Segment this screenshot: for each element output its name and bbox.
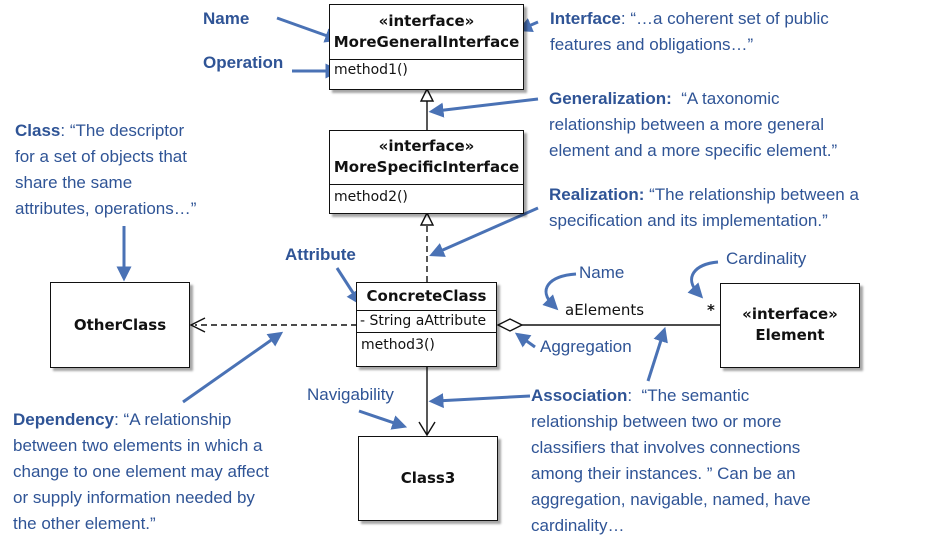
stereotype-label: «interface» — [742, 305, 838, 323]
note-term: Realization: — [549, 185, 645, 204]
note-interface: Interface: “…a coherent set of public fe… — [550, 6, 829, 58]
note-line: or supply information needed by — [13, 488, 255, 507]
arrow-attribute — [335, 267, 362, 306]
class-class3: Class3 — [358, 436, 498, 521]
realization-arrowhead — [419, 211, 435, 226]
class-name: Class3 — [400, 469, 456, 487]
label-name: Name — [203, 9, 250, 28]
attribute-a-attribute: - String aAttribute — [357, 310, 496, 332]
note-line: share the same — [15, 173, 133, 192]
note-line: : “…a coherent set of public — [620, 9, 829, 28]
association-multiplicity: * — [707, 301, 715, 319]
note-generalization: Generalization: “A taxonomic relationshi… — [549, 86, 837, 164]
note-line: the other element.” — [13, 514, 156, 533]
note-line: element and a more specific element.” — [549, 141, 838, 160]
note-realization: Realization: “The relationship between a… — [549, 182, 859, 234]
note-dependency: Dependency: “A relationship between two … — [13, 407, 269, 537]
note-line: for a set of objects that — [15, 147, 187, 166]
generalization-arrowhead — [419, 87, 435, 102]
arrow-generalization — [428, 97, 539, 118]
class-name: MoreSpecificInterface — [333, 158, 520, 176]
arrow-aggregation — [514, 332, 536, 349]
note-line: classifiers that involves connections — [531, 438, 801, 457]
note-term: Interface — [550, 9, 621, 28]
note-line: aggregation, navigable, named, have — [531, 490, 811, 509]
class-other-class: OtherClass — [50, 282, 190, 368]
navigable-arrowhead — [418, 421, 436, 437]
operation-method1: method1() — [330, 59, 523, 81]
label-operation: Operation — [203, 53, 284, 72]
note-line: specification and its implementation.” — [549, 211, 828, 230]
note-line: features and obligations…” — [550, 35, 754, 54]
arrow-name — [276, 16, 341, 43]
operation-method3: method3() — [357, 332, 496, 356]
label-navigability: Navigability — [307, 385, 394, 404]
class-name: ConcreteClass — [366, 287, 487, 305]
label-aggregation: Aggregation — [540, 337, 632, 356]
note-line: “A taxonomic — [671, 89, 780, 108]
note-line: relationship between two or more — [531, 412, 782, 431]
note-line: relationship between a more general — [549, 115, 825, 134]
class-name: Element — [755, 326, 825, 344]
note-association: Association: “The semantic relationship … — [531, 383, 811, 539]
note-line: attributes, operations…” — [15, 199, 197, 218]
label-cardinality: Cardinality — [726, 249, 807, 268]
class-more-specific-interface: «interface» MoreSpecificInterface method… — [329, 130, 524, 214]
note-term: Association — [531, 386, 628, 405]
note-line: cardinality… — [531, 516, 625, 535]
class-name: OtherClass — [73, 316, 167, 334]
arrow-realization — [429, 206, 539, 257]
note-class: Class: “The descriptor for a set of obje… — [15, 118, 196, 222]
class-name: MoreGeneralInterface — [333, 33, 520, 51]
label-attribute: Attribute — [285, 245, 356, 264]
arrow-name-assoc — [542, 272, 577, 311]
arrow-interface — [517, 18, 539, 32]
note-line: : “A relationship — [114, 410, 232, 429]
class-element-interface: «interface» Element — [720, 283, 860, 368]
note-line: : “The semantic — [627, 386, 750, 405]
note-line: : “The descriptor — [60, 121, 185, 140]
note-line: “The relationship between a — [644, 185, 859, 204]
operation-method2: method2() — [330, 184, 523, 208]
note-line: between two elements in which a — [13, 436, 263, 455]
class-concrete-class: ConcreteClass - String aAttribute method… — [356, 282, 497, 367]
arrow-association-2 — [428, 393, 531, 409]
note-term: Dependency — [13, 410, 115, 429]
dependency-arrowhead — [189, 317, 206, 333]
note-term: Class — [15, 121, 61, 140]
arrow-dependency — [182, 331, 284, 404]
note-line: among their instances. ” Can be an — [531, 464, 796, 483]
association-role-name: aElements — [565, 301, 645, 319]
note-line: change to one element may affect — [13, 462, 269, 481]
note-term: Generalization: — [549, 89, 672, 108]
arrow-cardinality — [687, 260, 719, 299]
arrow-navigability — [358, 409, 408, 430]
label-name-assoc: Name — [579, 263, 625, 282]
stereotype-label: «interface» — [378, 12, 475, 30]
class-more-general-interface: «interface» MoreGeneralInterface method1… — [329, 4, 524, 90]
aggregation-diamond — [496, 318, 524, 332]
stereotype-label: «interface» — [378, 137, 475, 155]
arrow-association-1 — [646, 326, 668, 382]
